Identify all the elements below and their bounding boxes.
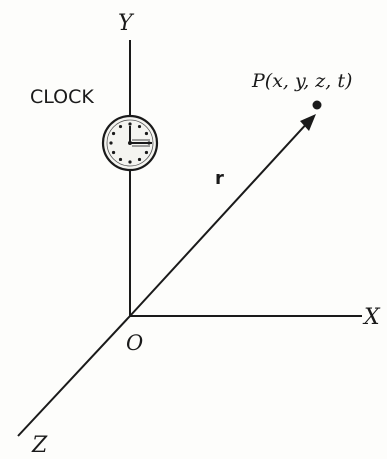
point-label: P(x, y, z, t) xyxy=(251,70,352,92)
clock-icon xyxy=(101,114,159,172)
vector-arrowhead xyxy=(300,114,316,131)
clock-hour-mark xyxy=(118,124,123,129)
clock-hour-mark xyxy=(144,131,149,136)
clock-hour-mark xyxy=(144,150,149,155)
x-axis-label: X xyxy=(362,305,381,330)
clock-label: CLOCK xyxy=(30,86,94,108)
point-p xyxy=(312,100,322,110)
clock-hour-mark xyxy=(137,157,142,162)
z-axis-label: Z xyxy=(31,433,48,458)
y-axis-label: Y xyxy=(118,11,135,36)
clock-hour-mark xyxy=(109,141,113,145)
clock-hour-marks xyxy=(109,122,151,164)
clock-hour-mark xyxy=(128,122,132,126)
position-vector xyxy=(129,119,311,317)
clock-hour-mark xyxy=(128,160,132,164)
origin-label: O xyxy=(126,331,143,355)
z-axis xyxy=(17,315,131,437)
clock-hour-mark xyxy=(111,131,116,136)
clock-hour-mark xyxy=(118,157,123,162)
vector-label: r xyxy=(215,168,224,189)
clock-hour-mark xyxy=(137,124,142,129)
clock-hour-mark xyxy=(111,150,116,155)
